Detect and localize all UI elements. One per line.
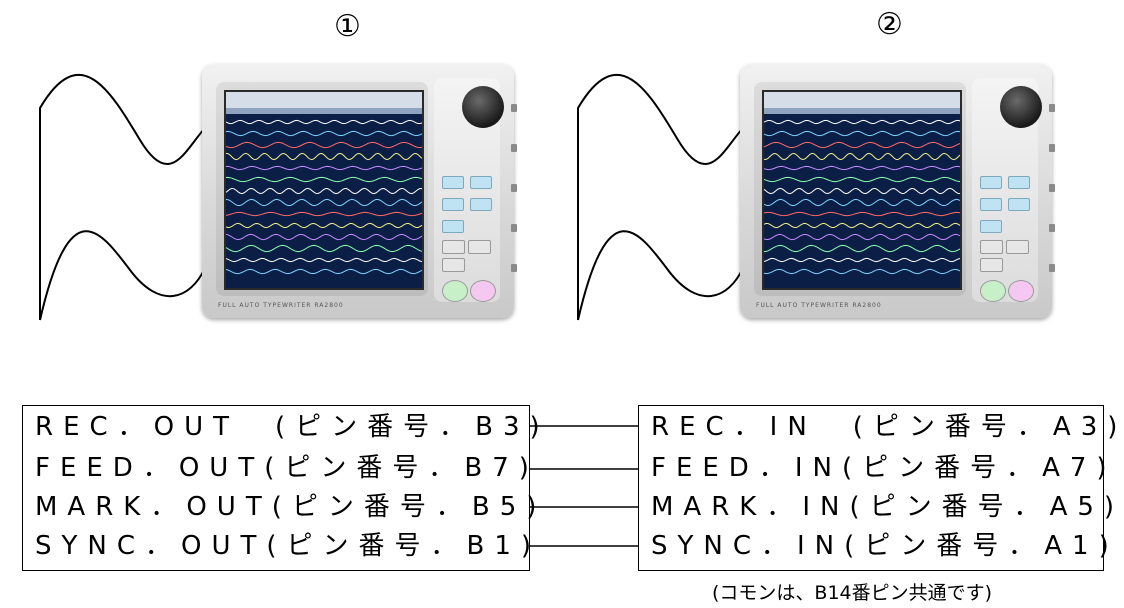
unit-2-number: ②: [876, 7, 903, 42]
panel-button: [470, 198, 492, 211]
waveform-trace: [226, 119, 422, 125]
waveform-trace: [764, 165, 960, 171]
cable-curve-1: [39, 73, 206, 321]
panel-button: [442, 258, 465, 272]
waveform-trace: [226, 187, 422, 195]
stop-button: [470, 280, 496, 302]
panel-button: [1008, 176, 1030, 189]
panel-button: [442, 220, 464, 233]
panel-button: [442, 176, 464, 189]
input-signal-box: REC．IN (ピン番号．A3) FEED．IN(ピン番号．A7) MARK．I…: [638, 405, 1117, 571]
waveform-trace: [226, 222, 422, 229]
panel-button: [470, 176, 492, 189]
signal-rec-in: REC．IN (ピン番号．A3): [651, 412, 1124, 442]
panel-button: [468, 240, 491, 254]
signal-sync-in: SYNC．IN(ピン番号．A1): [651, 531, 1119, 561]
signal-rec-out: REC．OUT (ピン番号．B3): [35, 412, 550, 442]
waveform-trace: [226, 176, 422, 183]
screen-header: [764, 92, 960, 108]
panel-button: [1006, 240, 1029, 254]
signal-mark-in: MARK．IN(ピン番号．A5): [651, 492, 1124, 522]
device-nameplate: FULL AUTO TYPEWRITER RA2800: [218, 302, 344, 309]
waveform-trace: [226, 211, 422, 217]
waveform-trace: [226, 130, 422, 137]
waveform-trace: [226, 244, 422, 253]
side-port: [1049, 104, 1055, 112]
unit-1-number: ①: [334, 9, 361, 44]
signal-mark-out: MARK．OUT(ピン番号．B5): [35, 492, 547, 522]
panel-button: [442, 240, 465, 254]
waveform-screen: [224, 90, 424, 290]
waveform-trace: [764, 222, 960, 229]
output-signal-box: REC．OUT (ピン番号．B3) FEED．OUT(ピン番号．B7) MARK…: [22, 405, 540, 571]
waveform-screen: [762, 90, 962, 290]
side-port: [511, 144, 517, 152]
panel-button: [442, 198, 464, 211]
panel-button: [980, 240, 1003, 254]
device-nameplate: FULL AUTO TYPEWRITER RA2800: [756, 302, 882, 309]
side-port: [1049, 264, 1055, 272]
waveform-trace: [764, 187, 960, 195]
waveform-trace: [764, 141, 960, 149]
side-port: [1049, 144, 1055, 152]
side-port: [511, 264, 517, 272]
signal-feed-out: FEED．OUT(ピン番号．B7): [35, 453, 539, 483]
recorder-device-1: FULL AUTO TYPEWRITER RA2800: [202, 64, 517, 318]
panel-button: [980, 198, 1002, 211]
waveform-trace: [764, 257, 960, 263]
jog-dial: [1000, 86, 1042, 128]
waveform-trace: [226, 152, 422, 161]
waveform-trace: [764, 211, 960, 217]
screen-subheader: [226, 108, 422, 114]
waveform-trace: [226, 257, 422, 263]
waveform-traces: [226, 119, 422, 275]
side-port: [511, 104, 517, 112]
waveform-trace: [226, 268, 422, 275]
recorder-device-2: FULL AUTO TYPEWRITER RA2800: [740, 64, 1055, 318]
start-button: [442, 280, 468, 302]
start-button: [980, 280, 1006, 302]
side-port: [1049, 184, 1055, 192]
waveform-trace: [226, 198, 422, 207]
screen-header: [226, 92, 422, 108]
waveform-trace: [226, 141, 422, 149]
jog-dial: [462, 86, 504, 128]
waveform-traces: [764, 119, 960, 275]
waveform-trace: [764, 244, 960, 253]
side-port: [511, 184, 517, 192]
signal-feed-in: FEED．IN(ピン番号．A7): [651, 453, 1117, 483]
panel-button: [980, 220, 1002, 233]
common-pin-note: (コモンは、B14番ピン共通です): [712, 582, 993, 604]
side-port: [511, 224, 517, 232]
waveform-trace: [226, 233, 422, 241]
panel-button: [980, 176, 1002, 189]
waveform-trace: [764, 198, 960, 207]
panel-button: [1008, 198, 1030, 211]
waveform-trace: [764, 119, 960, 125]
side-port: [1049, 224, 1055, 232]
waveform-trace: [226, 165, 422, 171]
waveform-trace: [764, 233, 960, 241]
screen-subheader: [764, 108, 960, 114]
cable-curve-2: [577, 73, 744, 321]
waveform-trace: [764, 152, 960, 161]
connection-lines: [528, 425, 638, 547]
panel-button: [980, 258, 1003, 272]
waveform-trace: [764, 130, 960, 137]
stop-button: [1008, 280, 1034, 302]
signal-sync-out: SYNC．OUT(ピン番号．B1): [35, 531, 542, 561]
waveform-trace: [764, 268, 960, 275]
waveform-trace: [764, 176, 960, 183]
